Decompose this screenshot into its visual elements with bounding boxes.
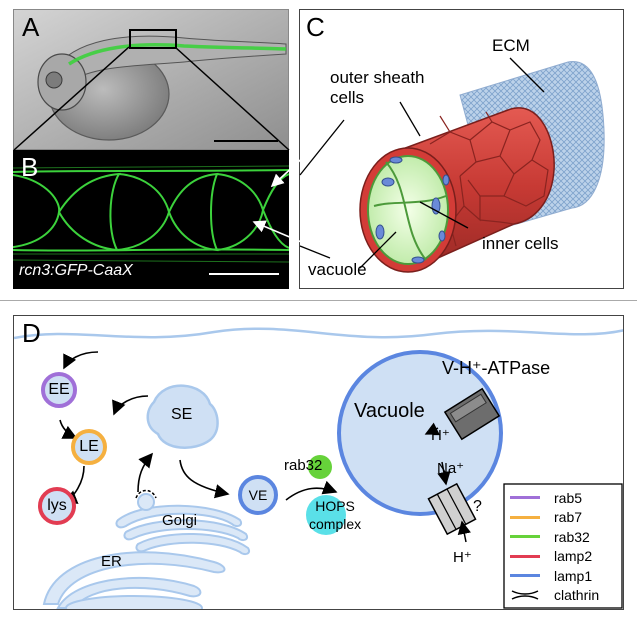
inner-cells-label: inner cells	[482, 234, 559, 253]
vacuole-label: vacuole	[308, 260, 367, 279]
inset-box	[129, 29, 177, 49]
golgi-label: Golgi	[162, 512, 198, 529]
embryo-eye	[45, 71, 63, 89]
panel-letter-d: D	[22, 318, 41, 348]
le-label: LE	[79, 438, 99, 455]
early-endosome: EE	[41, 372, 77, 408]
panel-letter-c: C	[306, 12, 325, 42]
panel-letter-a: A	[22, 12, 40, 42]
clathrin-swatch-icon	[511, 590, 539, 600]
legend-label: rab32	[554, 528, 590, 545]
lysosome: lys	[38, 487, 76, 525]
ve-label: VE	[248, 487, 268, 503]
legend-swatch	[510, 496, 540, 500]
notochord-gfp	[68, 43, 287, 66]
cross-panel-arrows	[252, 119, 345, 261]
golgi-apparatus	[115, 504, 250, 556]
vacuole	[337, 350, 503, 516]
rab32-label: rab32	[284, 457, 323, 474]
legend-label: lamp1	[554, 567, 593, 584]
legend-item: lamp2	[510, 547, 618, 567]
legend-swatch	[510, 574, 540, 578]
lys-label: lys	[47, 497, 67, 514]
legend-label: rab7	[554, 509, 583, 526]
na-plus-label: Na⁺	[437, 460, 465, 477]
panel-letter-b: B	[21, 152, 39, 182]
legend-item: rab32	[510, 527, 618, 547]
se-label: SE	[171, 406, 193, 423]
legend-label: lamp2	[554, 548, 593, 565]
hops-label: HOPS complex	[309, 498, 362, 532]
vacuolar-endosome: VE	[238, 475, 278, 515]
zoom-lines	[13, 46, 290, 151]
plasma-membrane	[14, 327, 623, 340]
h-plus-label-2: H⁺	[453, 549, 472, 566]
legend-item: clathrin	[510, 586, 618, 606]
endoplasmic-reticulum	[42, 551, 226, 609]
legend	[503, 483, 623, 609]
v-atpase-pump	[443, 387, 501, 441]
sorting-endosome	[146, 384, 219, 449]
rab32-dot	[308, 455, 332, 479]
late-endosome: LE	[71, 429, 107, 465]
notochord-schematic	[359, 57, 605, 273]
legend-label: rab5	[554, 489, 583, 506]
outer-sheath-label: outer sheath cells	[330, 68, 425, 107]
panel-b: B rcn3:GFP-CaaX	[13, 150, 289, 289]
legend-label: clathrin	[554, 587, 600, 604]
vacuole-d-label: Vacuole	[354, 400, 425, 422]
hops-complex	[306, 495, 346, 535]
panel-c: C ECM outer sheath cells inner cells vac…	[299, 9, 624, 289]
panel-d: EE LE lys VE SE Golgi ER rab32 HOPS comp…	[13, 315, 624, 610]
ee-label: EE	[48, 381, 70, 398]
trafficking-diagram	[14, 327, 623, 609]
question-mark: ?	[473, 498, 482, 515]
legend-swatch	[510, 515, 540, 519]
legend-list: rab5 rab7 rab32 lamp2 lamp1 clathrin	[510, 488, 618, 605]
ecm-label: ECM	[492, 36, 530, 55]
section-divider	[0, 300, 637, 301]
notochord-fluorescence	[13, 165, 289, 275]
legend-swatch	[510, 554, 540, 558]
legend-item: lamp1	[510, 566, 618, 586]
h-plus-label-1: H⁺	[431, 427, 450, 444]
legend-item: rab7	[510, 508, 618, 528]
legend-item: rab5	[510, 488, 618, 508]
legend-swatch	[510, 535, 540, 539]
er-label: ER	[101, 553, 122, 570]
v-atpase-label: V-H⁺-ATPase	[442, 358, 551, 378]
clathrin-bud	[135, 489, 157, 511]
transgene-caption: rcn3:GFP-CaaX	[19, 262, 133, 279]
